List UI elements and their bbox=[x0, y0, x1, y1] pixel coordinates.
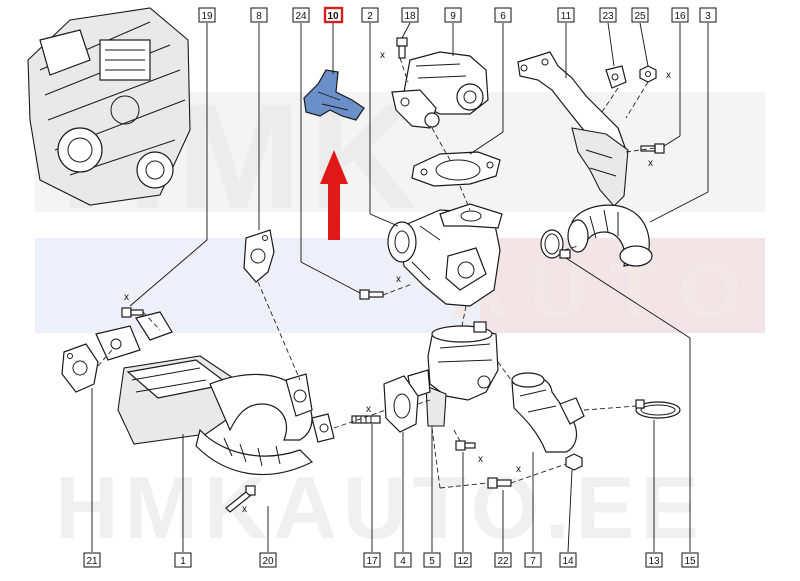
leader-lines bbox=[91, 22, 709, 553]
engine-thumbnail bbox=[27, 7, 191, 206]
svg-text:11: 11 bbox=[561, 11, 572, 22]
x-marks: x x x x x x x x x bbox=[124, 50, 671, 515]
svg-text:1: 1 bbox=[180, 556, 186, 567]
part-3-hose[interactable] bbox=[567, 204, 653, 267]
svg-text:7: 7 bbox=[530, 556, 536, 567]
part-21-gasket[interactable] bbox=[61, 343, 99, 393]
part-18-bolt[interactable] bbox=[396, 37, 408, 59]
part-20-bolt[interactable] bbox=[225, 485, 256, 513]
svg-text:8: 8 bbox=[256, 11, 262, 22]
svg-text:13: 13 bbox=[648, 556, 660, 567]
parts bbox=[61, 37, 681, 513]
callout-15[interactable]: 15 bbox=[681, 552, 699, 568]
x-mark: x bbox=[478, 454, 483, 465]
part-6-gasket[interactable] bbox=[411, 151, 501, 187]
part-1-egr-cooler[interactable] bbox=[95, 311, 335, 476]
callout-10[interactable]: 10 bbox=[323, 6, 344, 24]
svg-text:6: 6 bbox=[500, 11, 506, 22]
callout-1[interactable]: 1 bbox=[174, 552, 192, 568]
svg-text:25: 25 bbox=[634, 11, 646, 22]
svg-text:14: 14 bbox=[562, 556, 574, 567]
svg-text:19: 19 bbox=[201, 11, 213, 22]
part-10-bracket[interactable] bbox=[303, 69, 365, 121]
callout-2[interactable]: 2 bbox=[361, 7, 379, 23]
svg-text:23: 23 bbox=[602, 11, 614, 22]
callout-25[interactable]: 25 bbox=[631, 7, 649, 23]
x-mark: x bbox=[396, 274, 401, 285]
watermark-footer: HMKAUTO.EE bbox=[55, 458, 705, 557]
part-11-bracket[interactable] bbox=[517, 51, 629, 207]
callout-18[interactable]: 18 bbox=[401, 7, 419, 23]
part-2-valve-body[interactable] bbox=[387, 203, 503, 307]
callout-4[interactable]: 4 bbox=[394, 552, 412, 568]
svg-text:5: 5 bbox=[429, 556, 435, 567]
callout-8[interactable]: 8 bbox=[250, 7, 268, 23]
svg-text:4: 4 bbox=[400, 556, 406, 567]
highlight-arrow bbox=[320, 150, 348, 240]
svg-text:12: 12 bbox=[457, 556, 469, 567]
part-4-gasket[interactable] bbox=[383, 375, 419, 433]
callout-3[interactable]: 3 bbox=[699, 7, 717, 23]
callout-9[interactable]: 9 bbox=[444, 7, 462, 23]
callout-13[interactable]: 13 bbox=[645, 552, 663, 568]
part-15-clamp[interactable] bbox=[540, 229, 571, 259]
callout-6[interactable]: 6 bbox=[494, 7, 512, 23]
callout-19[interactable]: 19 bbox=[198, 7, 216, 23]
part-12-bolt[interactable] bbox=[455, 440, 476, 451]
svg-text:18: 18 bbox=[404, 11, 416, 22]
svg-text:10: 10 bbox=[327, 11, 339, 22]
callout-5[interactable]: 5 bbox=[423, 552, 441, 568]
svg-text:20: 20 bbox=[262, 556, 274, 567]
callout-20[interactable]: 20 bbox=[259, 552, 277, 568]
svg-text:15: 15 bbox=[684, 556, 696, 567]
assembly-lines bbox=[97, 57, 656, 489]
x-mark: x bbox=[380, 50, 385, 61]
callout-21[interactable]: 21 bbox=[83, 552, 101, 568]
callout-17[interactable]: 17 bbox=[363, 552, 381, 568]
svg-text:22: 22 bbox=[497, 556, 509, 567]
callout-11[interactable]: 11 bbox=[557, 7, 575, 23]
svg-text:16: 16 bbox=[674, 11, 686, 22]
part-25-nut[interactable] bbox=[639, 65, 657, 83]
callout-7[interactable]: 7 bbox=[524, 552, 542, 568]
part-7-hose[interactable] bbox=[511, 372, 585, 453]
part-14-nut[interactable] bbox=[565, 453, 583, 471]
x-mark: x bbox=[366, 404, 371, 415]
x-mark: x bbox=[516, 464, 521, 475]
x-mark: x bbox=[666, 70, 671, 81]
callout-14[interactable]: 14 bbox=[559, 552, 577, 568]
callout-24[interactable]: 24 bbox=[292, 7, 310, 23]
part-9-egr-valve-head[interactable] bbox=[391, 51, 489, 129]
callout-23[interactable]: 23 bbox=[599, 7, 617, 23]
x-mark: x bbox=[242, 504, 247, 515]
part-24-bolt[interactable] bbox=[359, 289, 384, 300]
svg-text:3: 3 bbox=[705, 11, 711, 22]
svg-text:24: 24 bbox=[295, 11, 307, 22]
svg-text:21: 21 bbox=[86, 556, 98, 567]
part-23-clip[interactable] bbox=[605, 65, 627, 89]
callout-22[interactable]: 22 bbox=[494, 552, 512, 568]
part-8-gasket[interactable] bbox=[243, 229, 275, 283]
x-mark: x bbox=[648, 158, 653, 169]
callout-12[interactable]: 12 bbox=[454, 552, 472, 568]
svg-text:9: 9 bbox=[450, 11, 456, 22]
svg-text:17: 17 bbox=[366, 556, 378, 567]
svg-text:2: 2 bbox=[367, 11, 373, 22]
part-5-egr-valve[interactable] bbox=[407, 321, 499, 427]
part-13-clamp[interactable] bbox=[635, 399, 681, 419]
x-mark: x bbox=[124, 292, 129, 303]
part-17-stud[interactable] bbox=[351, 415, 381, 424]
part-22-bolt[interactable] bbox=[487, 477, 512, 489]
part-16-bolt[interactable] bbox=[640, 143, 665, 154]
callout-labels: 19 8 24 10 2 18 9 6 11 23 25 16 3 21 1 2… bbox=[83, 6, 717, 568]
callout-16[interactable]: 16 bbox=[671, 7, 689, 23]
